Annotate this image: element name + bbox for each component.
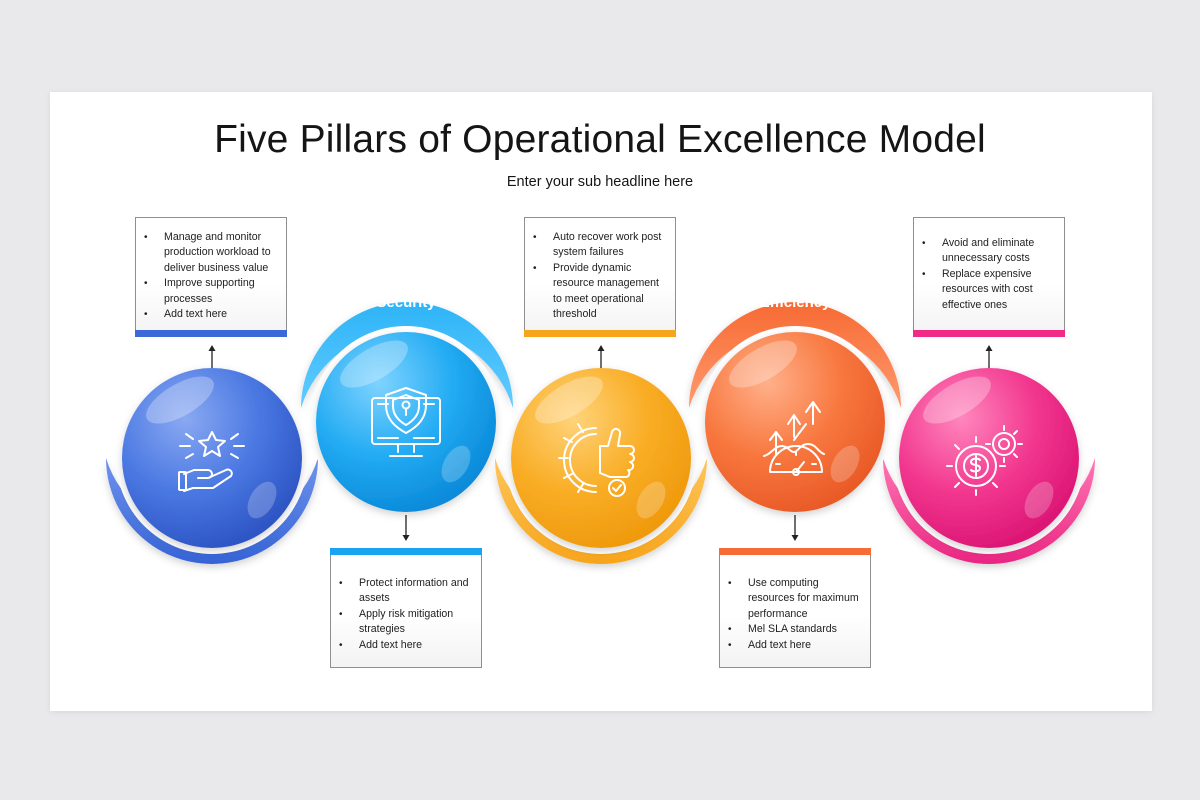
efficiency-point: Use computing resources for maximum perf… [728, 576, 864, 622]
efficiency-crescent [689, 302, 901, 408]
security-circle [316, 332, 496, 512]
connector-arrows [208, 345, 993, 541]
cost-optimization-circle [899, 368, 1079, 548]
security-point: Protect information and assets [339, 576, 475, 607]
excellence-point: Improve supporting processes [144, 276, 280, 307]
reliability-point: Auto recover work post system failures [533, 230, 669, 261]
excellence-circle [122, 368, 302, 548]
cost-optimization-label: Cost Optimization [925, 576, 1053, 593]
excellence-point: Manage and monitor production workload t… [144, 230, 280, 276]
security-point: Apply risk mitigation strategies [339, 607, 475, 638]
excellence-point: Add text here [144, 307, 280, 323]
reliability-accent-bar [524, 330, 676, 337]
efficiency-accent-bar [719, 548, 871, 555]
page-title: Five Pillars of Operational Excellence M… [214, 118, 986, 161]
hand-star-icon [178, 431, 245, 492]
cost-optimization-point: Replace expensive resources with cost ef… [922, 267, 1058, 313]
shield-monitor-icon [371, 387, 441, 457]
excellence-box: Manage and monitor production workload t… [135, 217, 287, 337]
security-crescent [301, 302, 513, 408]
gauge-arrows-icon [763, 401, 825, 476]
efficiency-label: Efficiency [760, 294, 832, 311]
reliability-point: Provide dynamic resource management to m… [533, 261, 669, 323]
efficiency-point: Mel SLA standards [728, 622, 864, 638]
reliability-label: Reliability [566, 576, 638, 593]
dollar-gears-icon [946, 425, 1023, 496]
cost-optimization-accent-bar [913, 330, 1065, 337]
security-box: Protect information and assets Apply ris… [330, 548, 482, 668]
page-subtitle: Enter your sub headline here [506, 174, 694, 190]
security-label: Security [376, 294, 436, 311]
gear-thumbs-up-icon [558, 423, 635, 497]
efficiency-box: Use computing resources for maximum perf… [719, 548, 871, 668]
reliability-box: Auto recover work post system failures P… [524, 217, 676, 337]
cost-optimization-box: Avoid and eliminate unnecessary costs Re… [913, 217, 1065, 337]
excellence-accent-bar [135, 330, 287, 337]
security-point: Add text here [339, 638, 475, 654]
excellence-label: Excellence [173, 576, 251, 593]
efficiency-point: Add text here [728, 638, 864, 654]
security-accent-bar [330, 548, 482, 555]
cost-optimization-point: Avoid and eliminate unnecessary costs [922, 236, 1058, 267]
